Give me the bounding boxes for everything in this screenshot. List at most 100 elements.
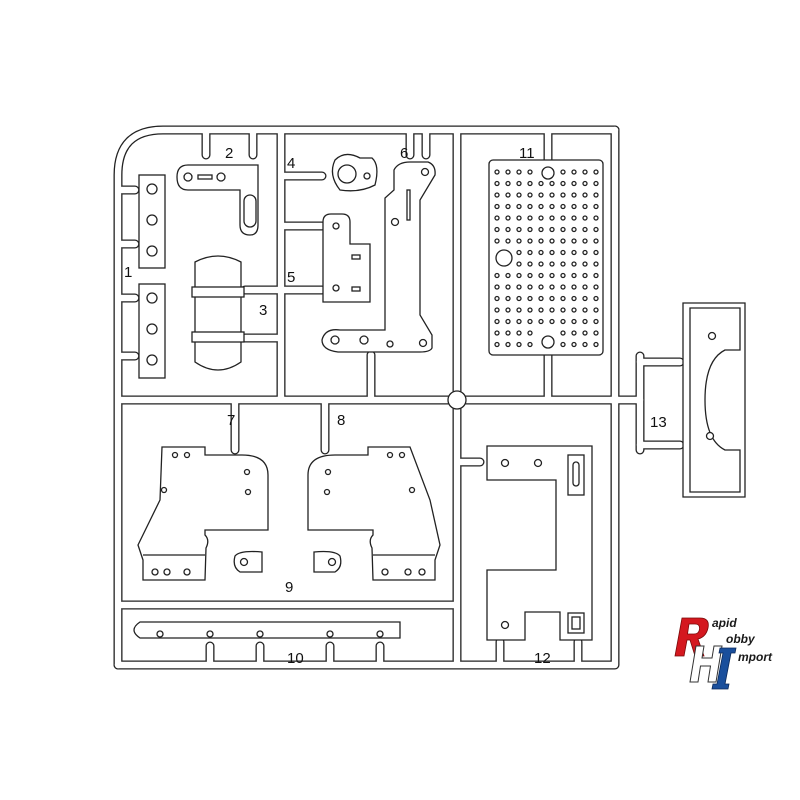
perforation-hole: [560, 180, 566, 187]
rapid-hobby-import-logo: apid obby mport: [672, 612, 796, 692]
perforation-hole: [571, 272, 577, 279]
perforation-hole: [505, 272, 511, 279]
perforation-hole: [538, 284, 544, 290]
perforation-hole: [505, 307, 511, 313]
perforation-hole: [560, 261, 566, 267]
label-part-1: 1: [124, 264, 132, 281]
perforation-hole: [582, 169, 588, 175]
perforation-hole: [571, 284, 577, 290]
perforation-hole: [571, 226, 577, 233]
perforation-hole: [538, 192, 544, 198]
part-11: [488, 159, 604, 356]
part-labels: 1 2 3 4 5 6 7 8 9 10 11 12 13: [124, 145, 667, 667]
part-1: [138, 174, 166, 379]
perforation-hole: [593, 295, 599, 302]
perforation-hole: [505, 341, 511, 348]
label-part-7: 7: [227, 412, 235, 429]
perforation-hole: [549, 307, 555, 313]
perforation-hole: [505, 169, 511, 175]
perforation-hole: [494, 307, 500, 313]
perforation-hole: [571, 203, 577, 210]
perforation-hole: [494, 192, 500, 198]
perforation-hole: [505, 215, 511, 221]
perforation-hole: [505, 318, 511, 325]
label-part-4: 4: [287, 155, 295, 172]
perforation-hole: [527, 307, 533, 313]
perforation-hole: [593, 249, 599, 256]
perforation-hole: [560, 215, 566, 221]
perforation-hole: [505, 226, 511, 233]
perforation-hole: [527, 203, 533, 210]
perforation-hole: [582, 295, 588, 302]
perforation-hole: [560, 295, 566, 302]
perforation-hole: [527, 192, 533, 198]
perforation-hole: [516, 318, 522, 325]
perforation-hole: [494, 272, 500, 279]
perforation-hole: [527, 330, 533, 336]
perforation-hole: [505, 192, 511, 198]
perforation-hole: [516, 226, 522, 233]
perforation-hole: [538, 318, 544, 325]
perforation-hole: [582, 215, 588, 221]
perforation-hole: [538, 215, 544, 221]
perforation-hole: [505, 295, 511, 302]
perforation-hole: [560, 169, 566, 175]
logo-word-mport: mport: [738, 650, 772, 664]
part-8: [307, 446, 441, 581]
perforation-hole: [516, 272, 522, 279]
perforation-hole: [494, 295, 500, 302]
label-part-8: 8: [337, 412, 345, 429]
perforation-hole: [516, 203, 522, 210]
perforation-hole: [571, 318, 577, 325]
perforation-hole: [505, 284, 511, 290]
perforation-hole: [516, 249, 522, 256]
perforation-hole: [494, 180, 500, 187]
perforation-hole: [560, 272, 566, 279]
perforation-hole: [582, 180, 588, 187]
perforation-hole: [571, 261, 577, 267]
perforation-hole: [571, 192, 577, 198]
perforation-hole: [538, 180, 544, 187]
perforation-hole: [494, 215, 500, 221]
perforation-hole: [538, 307, 544, 313]
perforation-hole: [560, 226, 566, 233]
perforation-hole: [538, 203, 544, 210]
perforation-hole: [505, 203, 511, 210]
perforation-hole: [593, 307, 599, 313]
logo-word-obby: obby: [726, 632, 755, 646]
perforation-hole: [516, 261, 522, 267]
perforation-hole: [516, 192, 522, 198]
perforation-hole: [549, 226, 555, 233]
perforation-hole: [549, 192, 555, 198]
perforation-hole: [549, 238, 555, 244]
label-part-5: 5: [287, 269, 295, 286]
perforation-hole: [505, 238, 511, 244]
perforation-hole: [593, 318, 599, 325]
perforation-hole: [516, 169, 522, 175]
logo-initials: [674, 617, 737, 690]
perforation-hole: [516, 284, 522, 290]
perforation-hole: [516, 180, 522, 187]
perforation-hole: [494, 330, 500, 336]
perforation-hole: [560, 238, 566, 244]
perforation-hole: [593, 226, 599, 233]
perforation-hole: [582, 330, 588, 336]
perforation-hole: [593, 169, 599, 175]
perforation-hole: [571, 341, 577, 348]
perforation-hole: [494, 226, 500, 233]
label-part-3: 3: [259, 302, 267, 319]
perforation-hole: [571, 215, 577, 221]
perforation-hole: [505, 180, 511, 187]
perforation-hole: [538, 295, 544, 302]
perforation-hole: [538, 249, 544, 256]
perforation-hole: [505, 330, 511, 336]
perforation-hole: [527, 215, 533, 221]
perforation-hole: [571, 307, 577, 313]
perforation-hole: [560, 203, 566, 210]
perforation-hole: [560, 307, 566, 313]
perforation-hole: [560, 318, 566, 325]
logo-word-apid: apid: [712, 616, 737, 630]
perforation-hole: [593, 341, 599, 348]
perforation-hole: [494, 238, 500, 244]
